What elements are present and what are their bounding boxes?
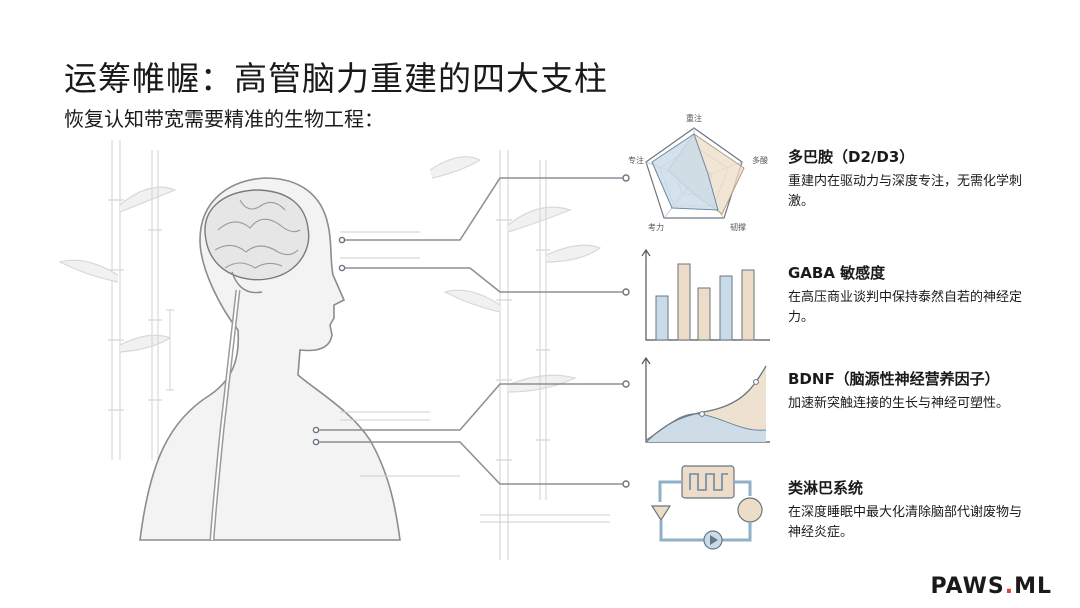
pillar-dopamine: 多巴胺（D2/D3） 重建内在驱动力与深度专注，无需化学刺激。 [788, 146, 1048, 212]
radar-axis-label: 韧撑 [730, 222, 746, 232]
pillar-glymphatic: 类淋巴系统 在深度睡眠中最大化清除脑部代谢废物与神经炎症。 [788, 477, 1048, 543]
brand-dot: . [1004, 574, 1015, 599]
bar-chart-icon [641, 248, 770, 341]
pillar-description: 在深度睡眠中最大化清除脑部代谢废物与神经炎症。 [788, 505, 1023, 540]
radar-axis-label: 考力 [648, 222, 664, 232]
area-chart-icon [641, 356, 770, 443]
pillar-description: 重建内在驱动力与深度专注，无需化学刺激。 [788, 174, 1023, 209]
page-subtitle: 恢复认知带宽需要精准的生物工程： [64, 107, 384, 131]
human-profile-icon [139, 177, 401, 541]
radar-axis-label: 多酸 [752, 155, 768, 165]
flow-cycle-icon [650, 465, 763, 550]
pillar-gaba: GABA 敏感度 在高压商业谈判中保持泰然自若的神经定力。 [788, 262, 1048, 328]
page-title: 运筹帷幄：高管脑力重建的四大支柱 [64, 59, 608, 98]
pillar-title: 多巴胺（D2/D3） [788, 148, 915, 166]
connector-lines [316, 177, 626, 485]
pillar-title: BDNF（脑源性神经营养因子） [788, 370, 1000, 388]
brand-suffix: ML [1014, 574, 1052, 599]
radar-axis-label: 重注 [686, 113, 702, 123]
brand-logo: PAWS.ML [930, 574, 1052, 599]
radar-axis-label: 专注 [628, 155, 644, 165]
pillar-bdnf: BDNF（脑源性神经营养因子） 加速新突触连接的生长与神经可塑性。 [788, 368, 1048, 414]
brand-name: PAWS [930, 574, 1005, 599]
pillar-description: 加速新突触连接的生长与神经可塑性。 [788, 396, 1010, 411]
pillar-description: 在高压商业谈判中保持泰然自若的神经定力。 [788, 290, 1023, 325]
pillar-title: 类淋巴系统 [788, 479, 864, 497]
pillar-title: GABA 敏感度 [788, 264, 886, 282]
radar-chart-icon: 重注 多酸 韧撑 考力 专注 [628, 113, 768, 232]
